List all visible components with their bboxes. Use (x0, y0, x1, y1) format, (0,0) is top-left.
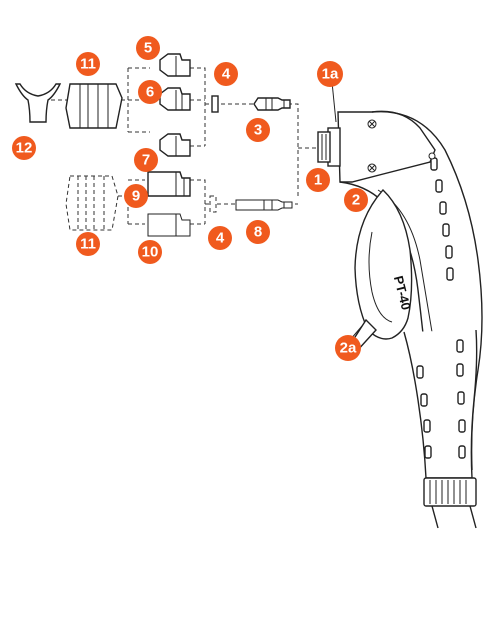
part-7-tip (159, 133, 191, 157)
part-12-drag-shield (14, 83, 62, 123)
callout-label: 3 (254, 122, 262, 139)
callout-2a: 2a (335, 335, 361, 361)
callout-label: 4 (222, 66, 231, 83)
callout-label: 10 (142, 244, 159, 261)
callout-10: 10 (138, 240, 162, 264)
callout-label: 1a (322, 66, 339, 83)
callout-4-bottom: 4 (208, 226, 232, 250)
callout-4-top: 4 (214, 62, 238, 86)
callout-label: 9 (132, 188, 140, 205)
callout-label: 6 (146, 84, 154, 101)
part-10-tip (147, 213, 191, 237)
callout-11-top: 11 (76, 52, 100, 76)
callout-label: 4 (216, 230, 225, 247)
part-5-tip (159, 53, 191, 77)
callout-7: 7 (134, 148, 158, 172)
callout-11-bottom: 11 (76, 232, 100, 256)
part-4-swirl-ring-bottom (209, 195, 217, 213)
callout-3: 3 (246, 118, 270, 142)
part-11-shield-cup-top (65, 83, 123, 129)
torch-head-connector (317, 127, 341, 167)
callout-label: 8 (254, 224, 262, 241)
part-3-electrode (253, 97, 291, 111)
callout-label: 12 (16, 140, 33, 157)
callout-label: 2 (352, 192, 360, 209)
callout-8: 8 (246, 220, 270, 244)
leader-1a (331, 81, 337, 123)
part-6-tip (159, 87, 191, 111)
callout-9: 9 (124, 184, 148, 208)
callout-label: 11 (80, 56, 96, 73)
callout-2: 2 (344, 188, 368, 212)
callout-label: 11 (80, 236, 96, 253)
callout-label: 2a (340, 340, 357, 357)
callout-6: 6 (138, 80, 162, 104)
part-11-shield-cup-bottom (65, 175, 119, 231)
callout-5: 5 (136, 36, 160, 60)
part-4-swirl-ring-top (211, 95, 219, 113)
callout-label: 5 (144, 40, 152, 57)
torch-handle (337, 110, 483, 529)
part-9-tip (147, 171, 191, 197)
part-8-electrode (235, 199, 293, 211)
callout-1a: 1a (317, 61, 343, 87)
callout-1: 1 (306, 168, 330, 192)
callout-label: 1 (314, 172, 322, 189)
callout-label: 7 (142, 152, 150, 169)
callout-12: 12 (12, 136, 36, 160)
